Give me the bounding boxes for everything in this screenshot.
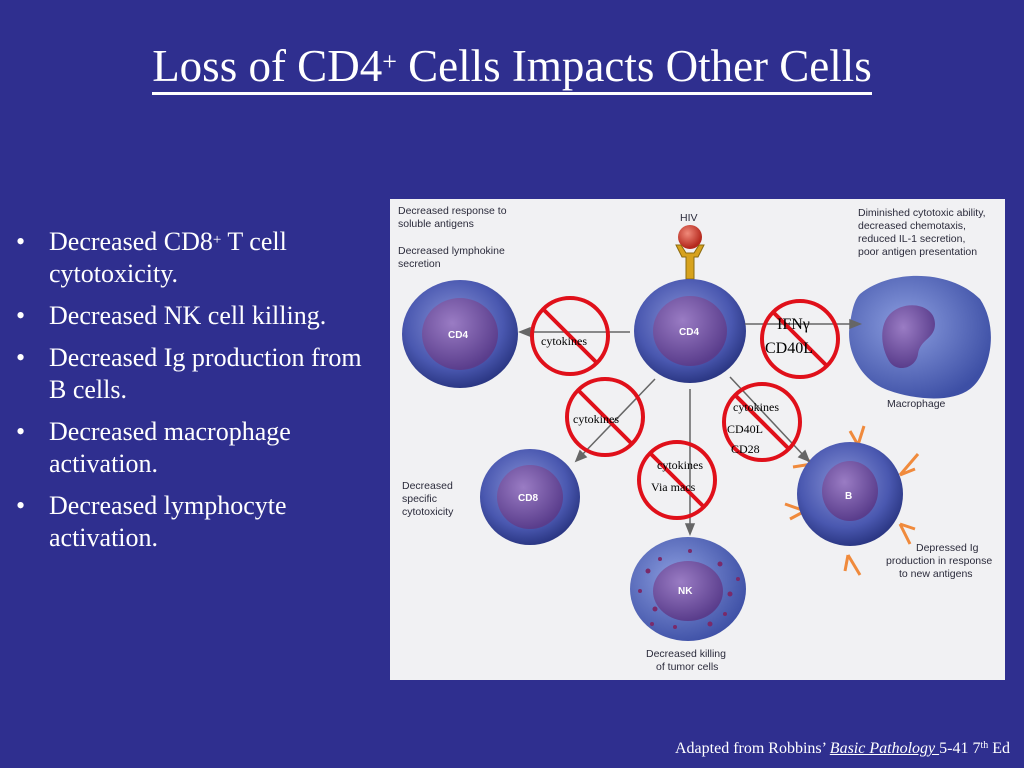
label-soluble-antigens-2: soluble antigens xyxy=(398,218,474,230)
hiv-diagram: Decreased response to soluble antigens D… xyxy=(390,199,1005,680)
diagram-svg: Decreased response to soluble antigens D… xyxy=(398,205,992,673)
bullet-dot: • xyxy=(16,227,26,256)
label-macrophage-effects-4: poor antigen presentation xyxy=(858,246,977,258)
label-cd4-left: CD4 xyxy=(448,330,468,341)
label-nk-effect-2: of tumor cells xyxy=(656,661,718,673)
slide-title-text: Loss of CD4+ Cells Impacts Other Cells xyxy=(152,40,872,95)
label-b-effect-2: production in response xyxy=(886,555,992,567)
slide-title: Loss of CD4+ Cells Impacts Other Cells xyxy=(0,36,1024,96)
footer-end: Ed xyxy=(988,740,1010,757)
bullet-superscript: + xyxy=(212,232,222,248)
label-b-effect-1: Depressed Ig xyxy=(916,542,979,554)
footer-book-title: Basic Pathology xyxy=(829,740,940,757)
bullet-text: Decreased NK cell killing. xyxy=(49,301,327,330)
b-cell-nucleus xyxy=(822,461,878,521)
bullet-text-after: T cell cytotoxicity. xyxy=(49,227,287,288)
footer-prefix: Adapted from Robbins’ xyxy=(675,740,830,757)
cd4-center-nucleus xyxy=(653,296,727,366)
footer-superscript: th xyxy=(980,740,989,751)
bullet-text: Decreased CD8 xyxy=(49,227,213,256)
bullet-dot: • xyxy=(16,301,26,330)
label-nk-effect-1: Decreased killing xyxy=(646,648,726,660)
bullet-text: Decreased Ig production from B cells. xyxy=(49,343,362,404)
label-macrophage-effects-1: Diminished cytotoxic ability, xyxy=(858,207,986,219)
hiv-particle xyxy=(678,225,702,249)
blocked-signs xyxy=(530,296,840,520)
footer-suffix: 5-41 7 xyxy=(939,740,981,757)
bullet-dot: • xyxy=(16,343,26,372)
blocked-ifng: IFNγ xyxy=(777,316,810,333)
bullet-dot: • xyxy=(16,491,26,520)
bullet-list: • Decreased CD8+ T cell cytotoxicity. • De… xyxy=(12,226,382,564)
label-b-effect-3: to new antigens xyxy=(899,568,973,580)
blocked-cytokines-3: cytokines xyxy=(733,400,779,414)
blocked-cytokines-1: cytokines xyxy=(541,334,587,348)
bullet-dot: • xyxy=(16,417,26,446)
title-superscript: + xyxy=(382,47,397,76)
bullet-item: • Decreased CD8+ T cell cytotoxicity. xyxy=(12,226,382,290)
label-cd8-effect-2: specific xyxy=(402,493,437,505)
blocked-cd40l-2: CD40L xyxy=(727,422,763,436)
bullet-item: • Decreased Ig production from B cells. xyxy=(12,342,382,406)
label-macrophage: Macrophage xyxy=(887,398,946,410)
label-macrophage-effects-2: decreased chemotaxis, xyxy=(858,220,966,232)
blocked-cd28: CD28 xyxy=(731,442,760,456)
label-nk: NK xyxy=(678,586,693,597)
label-lymphokine-2: secretion xyxy=(398,258,441,270)
cd4-left-nucleus xyxy=(422,298,498,370)
blocked-cytokines-4: cytokines xyxy=(657,458,703,472)
title-main: Loss of CD4 xyxy=(152,41,383,91)
nk-nucleus xyxy=(653,561,723,621)
bullet-item: • Decreased NK cell killing. xyxy=(12,300,382,332)
label-cd8-effect-3: cytotoxicity xyxy=(402,506,454,518)
label-cd4-center: CD4 xyxy=(679,327,699,338)
label-soluble-antigens-1: Decreased response to xyxy=(398,205,507,217)
blocked-cd40l-1: CD40L xyxy=(765,340,813,357)
title-rest: Cells Impacts Other Cells xyxy=(396,41,872,91)
bullet-text: Decreased macrophage activation. xyxy=(49,417,291,478)
blocked-via-macs: Via macs xyxy=(651,480,696,494)
label-b: B xyxy=(845,491,852,502)
cd4-receptor-icon xyxy=(675,244,705,280)
label-lymphokine-1: Decreased lymphokine xyxy=(398,245,505,257)
nk-granules xyxy=(638,549,740,629)
bullet-item: • Decreased macrophage activation. xyxy=(12,416,382,480)
blocked-cytokines-2: cytokines xyxy=(573,412,619,426)
label-macrophage-effects-3: reduced IL-1 secretion, xyxy=(858,233,965,245)
citation-footer: Adapted from Robbins’ Basic Pathology 5-… xyxy=(675,740,1010,758)
bullet-text: Decreased lymphocyte activation. xyxy=(49,491,287,552)
cd8-nucleus xyxy=(497,465,563,529)
label-cd8-effect-1: Decreased xyxy=(402,480,453,492)
macrophage-nucleus xyxy=(882,305,935,369)
label-cd8: CD8 xyxy=(518,493,538,504)
bullet-item: • Decreased lymphocyte activation. xyxy=(12,490,382,554)
label-hiv: HIV xyxy=(680,212,698,224)
